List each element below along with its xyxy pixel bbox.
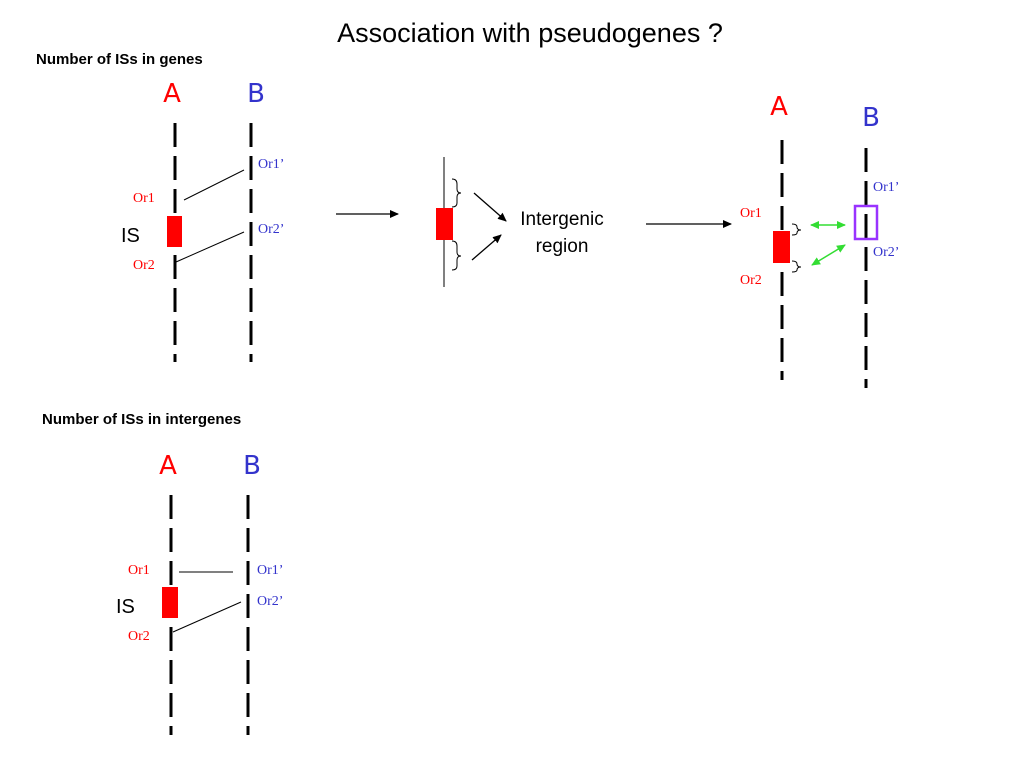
chromosome-b-label: B	[862, 103, 880, 133]
chromosome-a-label: A	[159, 451, 177, 481]
is-label: IS	[121, 225, 140, 247]
or1-prime-label: Or1’	[257, 563, 283, 578]
or1-connector	[183, 169, 245, 201]
chromosome-b-label: B	[247, 79, 265, 109]
or1-label: Or1	[128, 563, 150, 578]
or1-prime-label: Or1’	[258, 157, 284, 172]
middle-panel: Intergenic region	[436, 157, 604, 287]
arrow-to-region-lower	[471, 234, 502, 261]
or2-prime-label: Or2’	[258, 222, 284, 237]
pseudogene-panel: A B Or1 Or2 Or1’ Or2’	[740, 92, 899, 388]
is-element	[773, 231, 790, 263]
chromosome-a-label: A	[163, 79, 181, 109]
is-element	[167, 216, 182, 247]
upper-brace	[451, 178, 462, 208]
or2-label: Or2	[740, 273, 762, 288]
lower-brace	[451, 240, 462, 271]
intergenic-region-label-line2: region	[536, 236, 589, 257]
pseudogene-box	[853, 204, 879, 241]
or2-label: Or2	[128, 629, 150, 644]
or2-connector	[172, 601, 242, 633]
intergenic-region-label-line1: Intergenic	[520, 209, 603, 230]
or1-label: Or1	[133, 191, 155, 206]
or2-prime-label: Or2’	[873, 245, 899, 260]
or2-connector	[175, 231, 245, 263]
chromosome-a-label: A	[770, 92, 788, 122]
arrow-to-region-upper	[473, 192, 507, 222]
is-label: IS	[116, 596, 135, 618]
intergenes-panel: Number of ISs in intergenes A B Or1 IS O…	[42, 411, 283, 735]
slide-title: Association with pseudogenes ?	[337, 18, 723, 48]
chromosome-b-label: B	[243, 451, 261, 481]
or1-brace	[791, 223, 802, 236]
is-element	[162, 587, 178, 618]
genes-panel: Number of ISs in genes A B Or1 IS Or2 Or…	[36, 51, 284, 362]
or2-green-double-arrow	[811, 244, 846, 266]
genes-panel-heading: Number of ISs in genes	[36, 51, 203, 68]
or2-prime-label: Or2’	[257, 594, 283, 609]
or1-label: Or1	[740, 206, 762, 221]
or2-brace	[791, 260, 802, 273]
intergenes-panel-heading: Number of ISs in intergenes	[42, 411, 241, 428]
or2-label: Or2	[133, 258, 155, 273]
is-element	[436, 208, 453, 240]
or1-prime-label: Or1’	[873, 180, 899, 195]
